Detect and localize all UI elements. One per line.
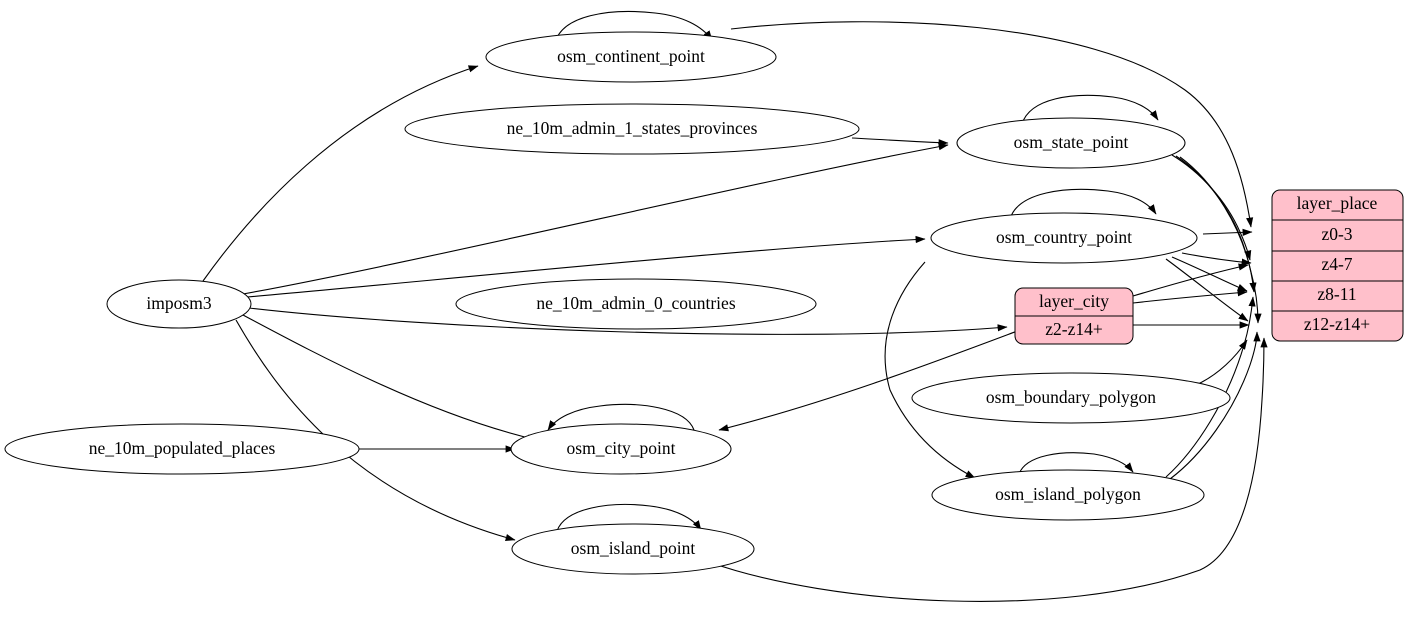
node-osm_state_point[interactable]: osm_state_point: [956, 117, 1186, 169]
edge-self-loop-osm_city_point: [547, 403, 695, 431]
edge-osm_island_point-to-layer_place-z12-z14: [708, 337, 1268, 602]
ne_10m_admin_1_states_provinces-label: ne_10m_admin_1_states_provinces: [507, 118, 758, 138]
layer_place-title: layer_place: [1297, 193, 1378, 213]
osm_island_polygon-shape[interactable]: [931, 469, 1205, 521]
edge-osm_country_point-to-layer_place-z12-z14: [1165, 258, 1249, 322]
ne_10m_populated_places-label: ne_10m_populated_places: [89, 438, 276, 458]
edge-osm_boundary_polygon-to-layer_place-z12-z14: [1195, 339, 1248, 386]
osm_continent_point-label: osm_continent_point: [557, 46, 705, 66]
ne_10m_admin_0_countries-label: ne_10m_admin_0_countries: [536, 293, 735, 313]
node-osm_island_polygon[interactable]: osm_island_polygon: [931, 469, 1205, 521]
edge-osm_country_point-to-layer_place-z0-3: [1202, 228, 1253, 236]
node-ne_10m_admin_1_states_provinces[interactable]: ne_10m_admin_1_states_provinces: [404, 103, 860, 155]
edge-layer_city-to-osm_city_point: [718, 329, 1021, 432]
layer_city-title: layer_city: [1039, 291, 1109, 311]
node-imposm3[interactable]: imposm3: [106, 279, 252, 329]
edge-osm_island_polygon-to-layer_place-z12-z14: [1169, 331, 1261, 480]
imposm3-shape[interactable]: [106, 279, 252, 329]
node-layer_city[interactable]: layer_city z2-z14+: [1014, 287, 1134, 345]
osm_state_point-shape[interactable]: [956, 117, 1186, 169]
osm_island_point-shape[interactable]: [511, 523, 755, 575]
imposm3-label: imposm3: [146, 293, 211, 313]
node-osm_continent_point[interactable]: osm_continent_point: [485, 31, 777, 83]
layer_place-row-z4-7[interactable]: z4-7: [1321, 254, 1352, 274]
osm_country_point-label: osm_country_point: [996, 227, 1132, 247]
osm_boundary_polygon-shape[interactable]: [911, 372, 1231, 424]
edge-osm_country_point-to-layer_place-z4-7: [1181, 252, 1252, 266]
node-layer_place[interactable]: layer_place z0-3 z4-7 z8-11 z12-z14+: [1271, 189, 1404, 342]
ne_10m_admin_0_countries-shape[interactable]: [455, 278, 817, 330]
osm_city_point-shape[interactable]: [510, 423, 732, 475]
node-osm_island_point[interactable]: osm_island_point: [511, 523, 755, 575]
edge-imposm3-to-osm_state_point: [242, 143, 949, 295]
osm_boundary_polygon-label: osm_boundary_polygon: [986, 387, 1156, 407]
edge-ne_admin1-to-osm_state_point: [851, 137, 949, 147]
edge-imposm3-to-osm_city_point: [242, 314, 538, 442]
edge-osm_continent_point-to-layer_place-z0-3: [730, 21, 1254, 228]
layer_place-row-z12-z14[interactable]: z12-z14+: [1304, 314, 1370, 334]
edge-layer_city-to-layer_place-z8-11: [1132, 289, 1248, 304]
ne_10m_admin_1_states_provinces-shape[interactable]: [404, 103, 860, 155]
layer_place-shape[interactable]: [1271, 189, 1404, 342]
edge-self-loop-osm_island_polygon: [1018, 452, 1134, 475]
layer_place-row-z8-11[interactable]: z8-11: [1317, 284, 1356, 304]
node-osm_boundary_polygon[interactable]: osm_boundary_polygon: [911, 372, 1231, 424]
layer_city-row-z2-z14[interactable]: z2-z14+: [1045, 319, 1103, 339]
edge-self-loop-osm_island_point: [556, 503, 702, 532]
edge-imposm3-to-osm_country_point: [246, 235, 926, 298]
osm_state_point-label: osm_state_point: [1014, 132, 1129, 152]
edges-layer: [202, 10, 1268, 602]
osm_city_point-label: osm_city_point: [567, 438, 676, 458]
osm_island_polygon-label: osm_island_polygon: [995, 484, 1141, 504]
layer_place-row-z0-3[interactable]: z0-3: [1321, 224, 1352, 244]
osm_island_point-label: osm_island_point: [571, 538, 696, 558]
edge-imposm3-to-layer_city: [248, 307, 1008, 335]
edge-osm_country_point-to-osm_island_polygon: [884, 261, 976, 479]
node-ne_10m_populated_places[interactable]: ne_10m_populated_places: [4, 423, 360, 475]
nodes-layer: osm_continent_point ne_10m_admin_1_state…: [4, 31, 1404, 575]
node-osm_country_point[interactable]: osm_country_point: [930, 212, 1198, 264]
edge-self-loop-osm_continent_point: [554, 10, 713, 44]
edge-osm_state_point-to-layer_place-z8-11: [1175, 155, 1257, 293]
edge-osm_country_point-to-layer_place-z8-11: [1171, 256, 1248, 292]
osm_country_point-shape[interactable]: [930, 212, 1198, 264]
ne_10m_populated_places-shape[interactable]: [4, 423, 360, 475]
edge-self-loop-osm_state_point: [1021, 94, 1159, 125]
node-ne_10m_admin_0_countries[interactable]: ne_10m_admin_0_countries: [455, 278, 817, 330]
edge-osm_state_point-to-layer_place-z4-7: [1171, 154, 1252, 261]
edge-self-loop-osm_country_point: [1009, 188, 1157, 220]
osm_continent_point-shape[interactable]: [485, 31, 777, 83]
edge-layer_city-to-layer_place-z4-7: [1132, 263, 1249, 297]
node-osm_city_point[interactable]: osm_city_point: [510, 423, 732, 475]
edge-osm_island_polygon-to-layer_place-z8-11: [1165, 296, 1256, 478]
edge-imposm3-to-osm_continent_point: [202, 65, 479, 282]
